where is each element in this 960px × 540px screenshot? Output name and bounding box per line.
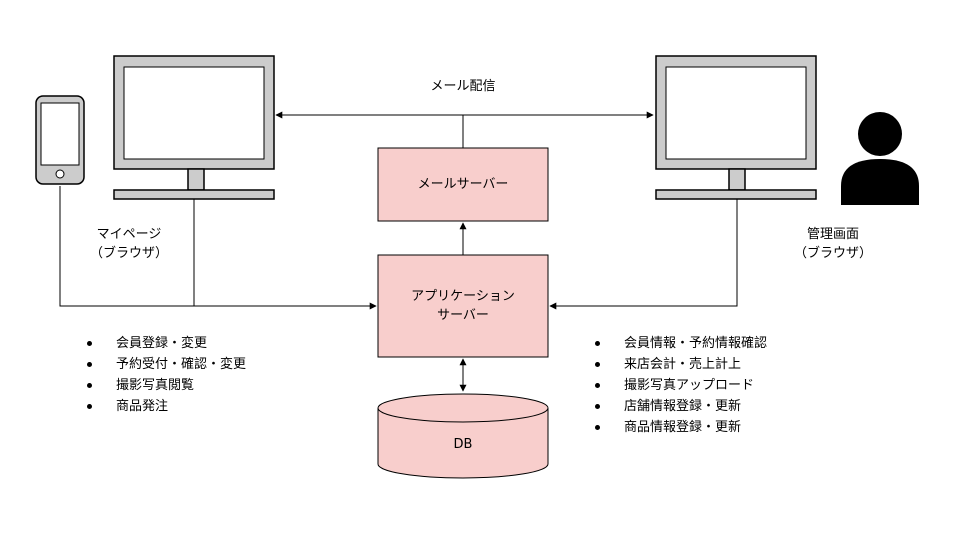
app-server-text-line2: サーバー [437, 308, 489, 323]
smartphone-to-app-arrow [59, 186, 377, 310]
smartphone-icon [35, 95, 85, 185]
mail-server-text: メールサーバー [417, 177, 509, 192]
app-server-box [377, 254, 549, 358]
user-feature-list: 会員登録・変更 予約受付・確認・変更 撮影写真閲覧 商品発注 [82, 333, 246, 417]
monitor-icon-right [655, 55, 817, 200]
list-item: 撮影写真閲覧 [82, 375, 246, 396]
mypage-label: マイページ （ブラウザ） [64, 225, 194, 263]
list-item: 会員登録・変更 [82, 333, 246, 354]
mypage-label-line2: （ブラウザ） [89, 246, 168, 261]
list-item: 予約受付・確認・変更 [82, 354, 246, 375]
list-item: 会員情報・予約情報確認 [590, 333, 767, 354]
list-item: 店舗情報登録・更新 [590, 396, 767, 417]
list-item: 来店会計・売上計上 [590, 354, 767, 375]
admin-label: 管理画面 （ブラウザ） [768, 225, 898, 263]
db-text: DB [453, 436, 473, 452]
admin-to-app-arrow [549, 199, 738, 310]
list-item: 商品発注 [82, 396, 246, 417]
admin-label-line2: （ブラウザ） [793, 246, 872, 261]
mypage-label-line1: マイページ [96, 227, 162, 242]
app-server-label: アプリケーション サーバー [378, 255, 548, 357]
person-icon [841, 112, 919, 205]
list-item: 商品情報登録・更新 [590, 417, 767, 438]
admin-label-line1: 管理画面 [806, 227, 859, 242]
db-cylinder [377, 393, 549, 479]
app-server-text-line1: アプリケーション [411, 289, 515, 304]
admin-feature-list: 会員情報・予約情報確認 来店会計・売上計上 撮影写真アップロード 店舗情報登録・… [590, 333, 767, 438]
monitor-icon-left [113, 55, 275, 200]
list-item: 撮影写真アップロード [590, 375, 767, 396]
mail-server-label: メールサーバー [378, 148, 548, 221]
mail-server-box [377, 147, 549, 222]
mail-delivery-label: メール配信 [430, 79, 496, 94]
db-label: DB [378, 424, 548, 464]
